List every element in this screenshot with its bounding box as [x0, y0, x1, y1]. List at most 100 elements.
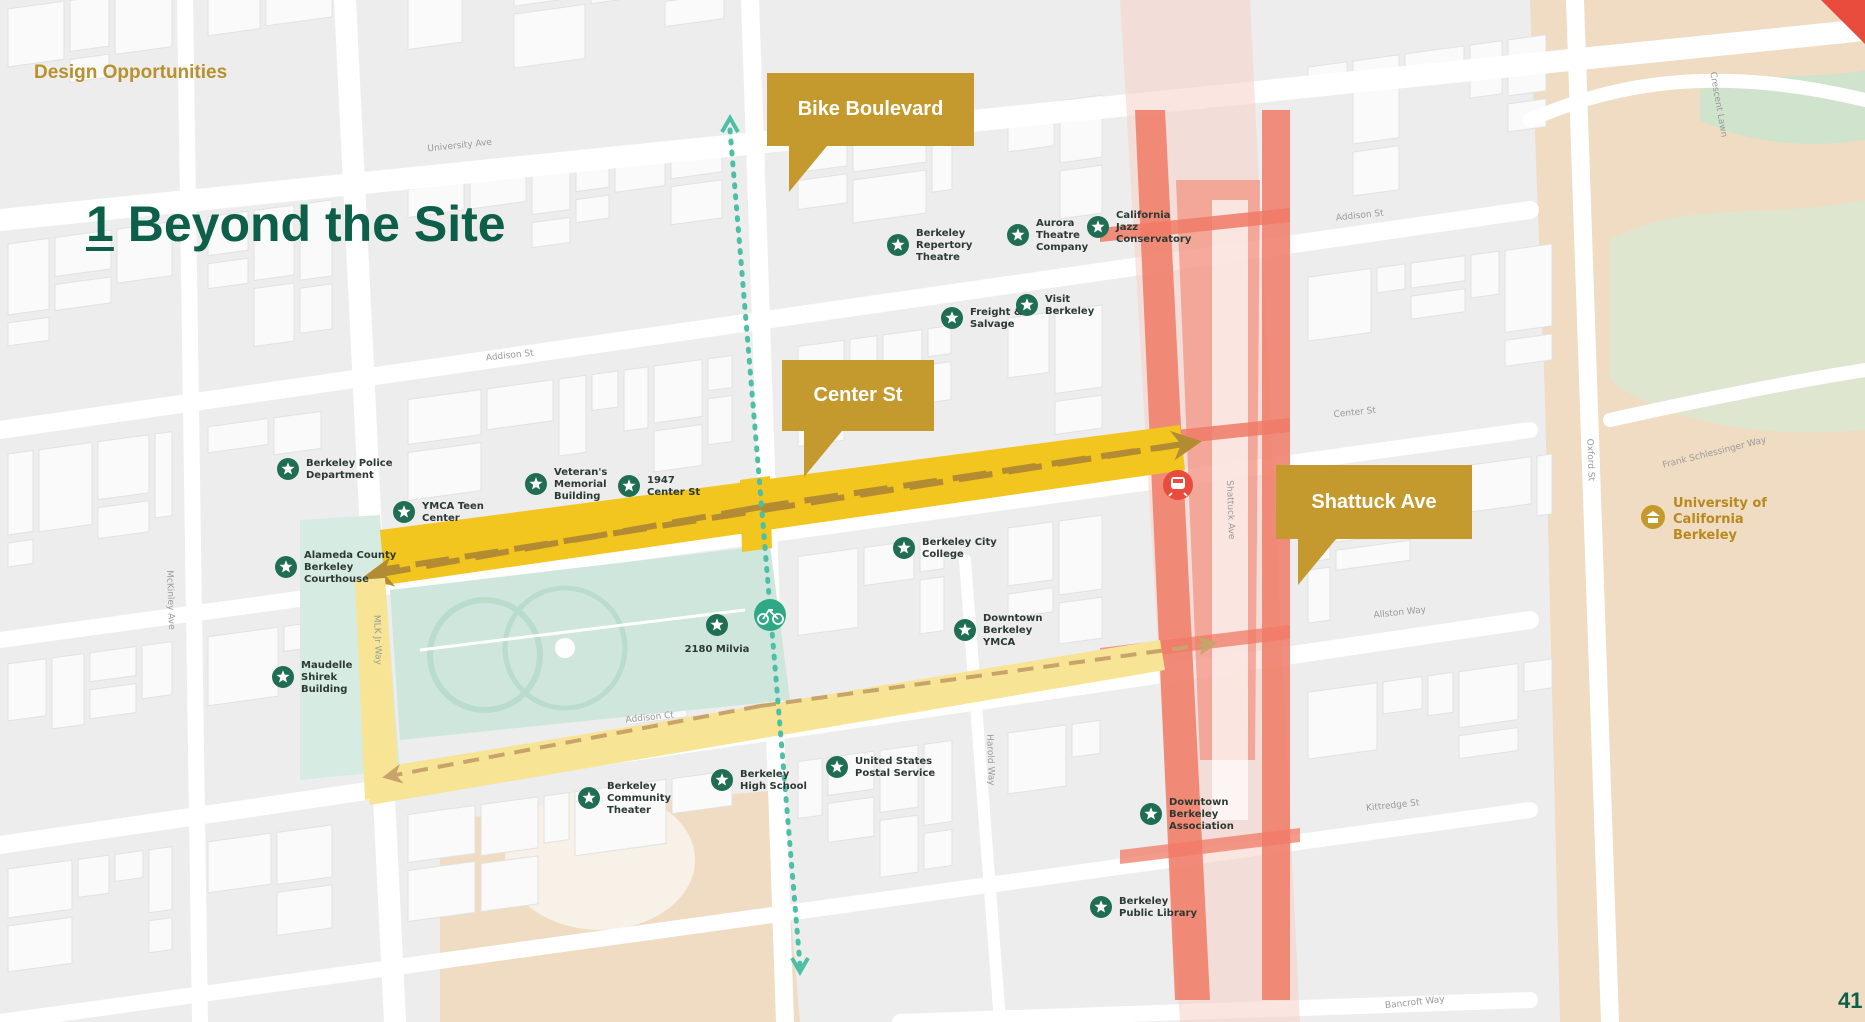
- building-block: [575, 194, 610, 224]
- allston-way-corridor: [355, 578, 1218, 805]
- poi-label: Berkeley: [607, 781, 657, 792]
- building-block: [154, 431, 173, 519]
- shattuck-corridor: [1100, 0, 1300, 1022]
- building-block: [69, 53, 110, 84]
- star-icon: [277, 458, 299, 480]
- star-icon: [887, 234, 909, 256]
- building-block: [77, 854, 110, 898]
- road-oxford: [1566, 0, 1619, 1022]
- poi-marker[interactable]: 2180 Milvia: [685, 614, 750, 655]
- star-icon: [941, 307, 963, 329]
- poi-label: Berkeley: [1045, 306, 1095, 317]
- building-block: [480, 796, 539, 857]
- building-block: [797, 757, 823, 820]
- poi-label: Aurora: [1036, 218, 1074, 229]
- building-block: [253, 282, 295, 348]
- star-icon: [525, 473, 547, 495]
- star-icon: [954, 619, 976, 641]
- star-icon: [893, 537, 915, 559]
- building-block: [148, 846, 173, 914]
- poi-label: Center: [422, 513, 460, 524]
- building-block: [207, 210, 249, 257]
- poi-label: Berkeley: [1119, 896, 1169, 907]
- poi-label: Berkeley: [916, 228, 966, 239]
- section-label: Design Opportunities: [34, 62, 228, 83]
- building-block: [486, 379, 554, 431]
- poi-label: YMCA Teen: [421, 501, 484, 512]
- building-block: [97, 500, 150, 540]
- building-block: [54, 229, 112, 278]
- road-mckinley: [177, 0, 208, 1022]
- building-block: [114, 849, 144, 882]
- star-icon: [711, 769, 733, 791]
- poi-label: Salvage: [970, 319, 1015, 330]
- building-block: [7, 538, 34, 568]
- building-block: [707, 354, 733, 392]
- poi-label: Berkeley: [304, 562, 354, 573]
- page-title: 1 Beyond the Site: [86, 195, 506, 253]
- building-block: [276, 824, 333, 885]
- bike-boulevard-route: [720, 113, 810, 977]
- building-block: [7, 916, 73, 973]
- star-icon: [618, 475, 640, 497]
- poi-label: Downtown: [983, 613, 1043, 624]
- poi-label: Veteran's: [554, 467, 607, 478]
- poi-label: California: [1116, 210, 1170, 221]
- poi-label: Memorial: [554, 479, 607, 490]
- building-block: [1504, 243, 1553, 333]
- building-block: [797, 547, 859, 637]
- building-block: [7, 316, 50, 347]
- building-block: [1007, 311, 1050, 379]
- building-block: [531, 216, 571, 249]
- callout-center-st: Center St: [782, 360, 934, 477]
- building-block: [1536, 453, 1553, 517]
- road-schlessinger: [1603, 363, 1865, 427]
- university-icon: [1641, 505, 1665, 529]
- building-block: [670, 179, 723, 226]
- road-mlk: [334, 0, 406, 1022]
- building-block: [1059, 164, 1103, 220]
- building-block: [1058, 596, 1103, 645]
- poi-label: Berkeley Police: [306, 458, 393, 469]
- building-block: [1410, 255, 1466, 289]
- poi-label: Visit: [1045, 294, 1070, 305]
- star-icon: [706, 614, 728, 636]
- poi-marker[interactable]: Freight &Salvage: [941, 307, 1023, 330]
- building-block: [927, 325, 952, 358]
- bicycle-icon: [754, 599, 786, 631]
- poi-label: Berkeley City: [922, 537, 997, 548]
- street-label: MLK Jr Way: [371, 615, 383, 666]
- building-block: [1307, 682, 1378, 760]
- poi-label: United States: [855, 756, 932, 767]
- building-block: [1007, 724, 1067, 795]
- poi-label: Postal Service: [855, 768, 935, 779]
- poi-label: Shirek: [301, 672, 337, 683]
- building-block: [543, 792, 570, 844]
- poi-label: Theater: [607, 805, 651, 816]
- building-block: [265, 0, 333, 27]
- building-block: [707, 394, 733, 446]
- building-block: [1007, 521, 1054, 587]
- building-block: [513, 0, 563, 7]
- building-block: [89, 645, 137, 683]
- building-block: [51, 653, 85, 730]
- page-number: 41: [1838, 988, 1863, 1013]
